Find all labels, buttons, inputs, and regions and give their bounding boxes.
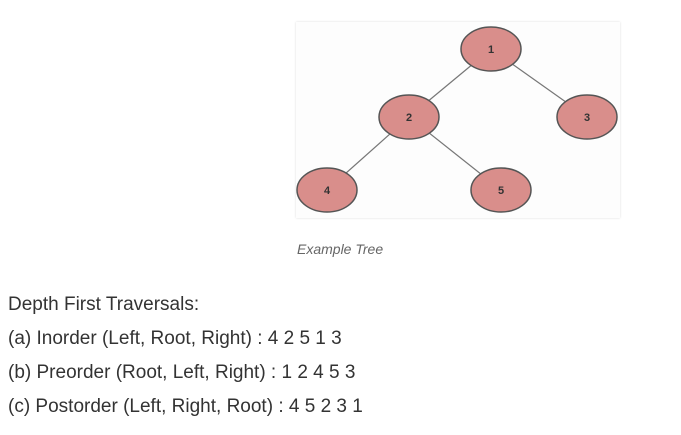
node-label-5: 5	[498, 185, 504, 197]
figure-caption: Example Tree	[297, 241, 384, 257]
section-heading: Depth First Traversals:	[8, 294, 200, 315]
tree-figure: 1 2 3 4 5	[296, 22, 620, 218]
inorder-line: (a) Inorder (Left, Root, Right) : 4 2 5 …	[8, 328, 342, 349]
tree-node-4: 4	[296, 167, 358, 213]
postorder-line: (c) Postorder (Left, Right, Root) : 4 5 …	[8, 396, 363, 417]
tree-node-3: 3	[556, 94, 618, 140]
tree-node-5: 5	[470, 167, 532, 213]
tree-diagram: 1 2 3 4 5	[296, 26, 618, 213]
node-label-2: 2	[406, 112, 412, 124]
node-label-3: 3	[584, 112, 590, 124]
traversal-text: Depth First Traversals: (a) Inorder (Lef…	[8, 288, 363, 424]
tree-node-1: 1	[460, 26, 522, 72]
node-label-4: 4	[324, 185, 331, 197]
preorder-line: (b) Preorder (Root, Left, Right) : 1 2 4…	[8, 362, 356, 383]
tree-node-2: 2	[378, 94, 440, 140]
node-label-1: 1	[488, 44, 494, 56]
